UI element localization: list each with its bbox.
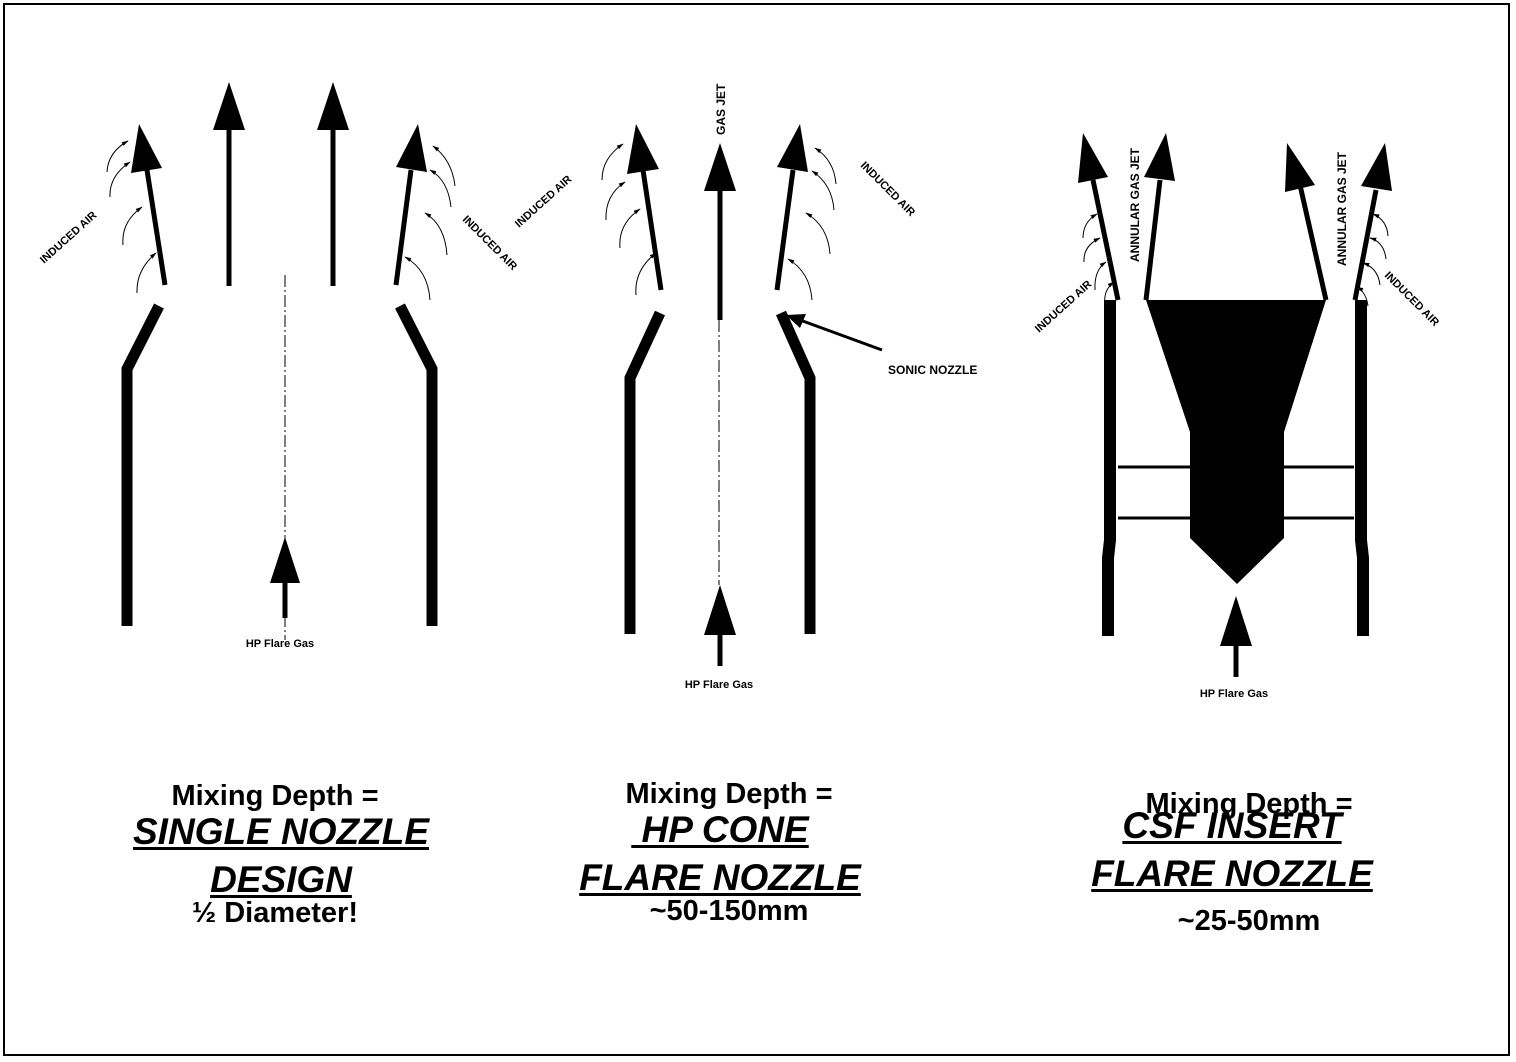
gas-jet-label: GAS JET (714, 83, 728, 135)
panel-csf-insert: ANNULAR GAS JET ANNULAR GAS JET INDUCED … (1033, 133, 1441, 700)
panel-hp-cone: GAS JET INDUCED AIR INDUCED AIR SONIC NO… (513, 83, 977, 691)
hp-flare-gas-label: HP Flare Gas (685, 679, 753, 691)
sonic-nozzle-pointer (799, 318, 883, 352)
frame-border (3, 3, 1510, 1056)
induced-air-arrow (424, 212, 448, 256)
flow-arrow-head (1078, 133, 1108, 183)
induced-air-arrow (1104, 281, 1115, 306)
induced-air-arrow (635, 252, 657, 296)
left-outer-wall (1102, 300, 1116, 636)
panel-title-line: CSF INSERT (1122, 805, 1342, 846)
left-nozzle-wall (624, 310, 665, 634)
right-nozzle-wall (775, 310, 816, 634)
panel-single-nozzle: INDUCED AIR INDUCED AIR HP Flare Gas (38, 82, 519, 650)
mixing-depth-line: Mixing Depth = (625, 778, 833, 810)
left-nozzle-wall (121, 303, 164, 626)
flow-arrow-head (777, 124, 808, 172)
annular-jet-arrow-shaft (1297, 184, 1329, 301)
induced-air-label: INDUCED AIR (38, 209, 99, 266)
flow-arrow-head (131, 124, 162, 173)
induced-air-arrow (811, 170, 835, 211)
annular-gas-jet-label: ANNULAR GAS JET (1335, 151, 1349, 266)
mixing-depth-text: Mixing Depth = ½ Diameter! (65, 699, 485, 1011)
sonic-nozzle-pointer-head (786, 314, 806, 328)
jet-arrow-head (213, 82, 245, 130)
induced-air-arrow (601, 143, 624, 181)
right-outer-wall (1355, 300, 1369, 636)
induced-air-arrow (1362, 262, 1381, 286)
right-nozzle-wall (395, 303, 438, 626)
induced-air-arrow (619, 208, 641, 249)
induced-air-label: INDUCED AIR (513, 173, 574, 230)
mixing-depth-text: Mixing Depth = ~25-50mm (1039, 707, 1459, 1019)
panel-title: HP CONE FLARE NOZZLE (500, 806, 940, 902)
annular-jet-arrow-head (1144, 133, 1175, 181)
induced-air-arrow (787, 258, 813, 301)
induced-air-arrow (122, 206, 143, 246)
annular-gas-jet-label: ANNULAR GAS JET (1128, 147, 1142, 262)
induced-air-arrow (1094, 261, 1107, 291)
sonic-nozzle-label: SONIC NOZZLE (888, 363, 977, 377)
induced-air-arrow (1083, 237, 1101, 263)
flow-arrow-head (396, 124, 427, 172)
mixing-depth-line: Mixing Depth = (171, 780, 379, 812)
induced-air-arrow (1082, 213, 1098, 239)
induced-air-label: INDUCED AIR (460, 214, 519, 273)
gas-jet-arrow-head (704, 143, 736, 191)
mixing-depth-value: ~50-150mm (649, 895, 809, 927)
flow-arrow-head (627, 124, 659, 174)
induced-air-arrow (109, 161, 131, 198)
induced-air-arrow (136, 252, 157, 294)
induced-air-arrow (404, 256, 431, 301)
panel-title-line: SINGLE NOZZLE (133, 811, 429, 852)
hp-gas-arrow-head (704, 585, 736, 635)
induced-air-arrow (429, 169, 452, 208)
induced-air-arrow (605, 181, 626, 221)
csf-insert-body (1146, 300, 1326, 584)
flow-arrow-head (1361, 143, 1392, 191)
mixing-depth-line: Mixing Depth = (1145, 788, 1353, 820)
flow-arrow-shaft (640, 169, 664, 291)
hp-flare-gas-label: HP Flare Gas (1200, 688, 1268, 700)
flow-arrow-shaft (144, 169, 168, 286)
panel-title-line: HP CONE (631, 809, 809, 850)
induced-air-label: INDUCED AIR (1033, 278, 1094, 335)
panel-title-line: DESIGN (210, 859, 352, 900)
mixing-depth-text: Mixing Depth = ~50-150mm (519, 697, 939, 1009)
hp-gas-arrow-head (1220, 596, 1252, 646)
annular-jet-arrow-shaft (1143, 179, 1163, 301)
jet-arrow-head (317, 82, 349, 130)
induced-air-arrow (1369, 237, 1387, 260)
induced-air-arrow (814, 147, 837, 185)
induced-air-arrow (106, 140, 129, 173)
flow-arrow-shaft (1352, 189, 1379, 301)
hp-gas-arrow-head (270, 537, 300, 583)
panel-title: SINGLE NOZZLE DESIGN (61, 808, 501, 904)
induced-air-label: INDUCED AIR (1382, 270, 1441, 329)
panel-title-line: FLARE NOZZLE (1091, 853, 1373, 894)
annular-jet-arrow-head (1285, 143, 1315, 192)
induced-air-arrow (805, 212, 831, 255)
flow-arrow-shaft (774, 169, 796, 291)
panel-title: CSF INSERT FLARE NOZZLE (1012, 802, 1452, 898)
mixing-depth-value: ~25-50mm (1177, 905, 1321, 937)
induced-air-arrow (1372, 213, 1389, 237)
flow-arrow-shaft (1090, 179, 1121, 301)
mixing-depth-value: ½ Diameter! (191, 897, 358, 929)
induced-air-arrow (432, 145, 456, 187)
flow-arrow-shaft (393, 169, 414, 286)
panel-title-line: FLARE NOZZLE (579, 857, 861, 898)
induced-air-label: INDUCED AIR (858, 160, 917, 219)
induced-air-arrow (1356, 286, 1369, 307)
hp-flare-gas-label: HP Flare Gas (246, 638, 314, 650)
